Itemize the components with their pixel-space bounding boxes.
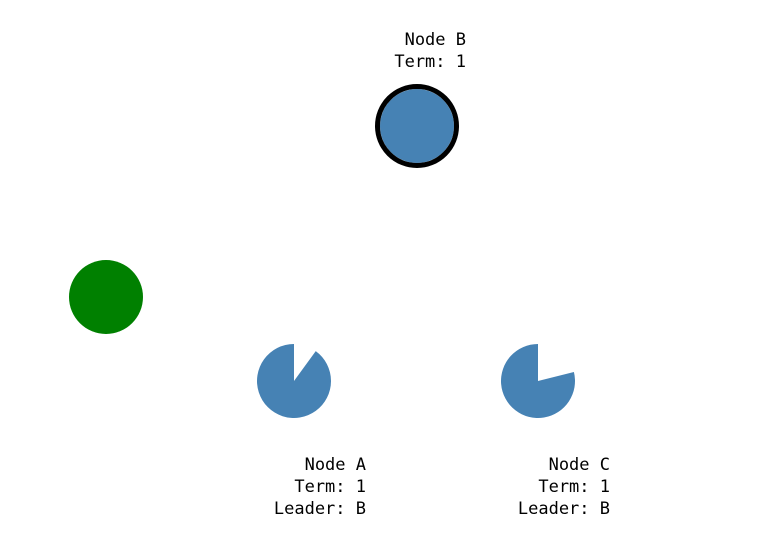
node-name-text: Node B xyxy=(404,30,466,50)
election-timer-wedge xyxy=(501,344,575,418)
leader-highlight-ring xyxy=(375,84,459,168)
node-c[interactable] xyxy=(501,344,575,418)
election-timer-wedge xyxy=(257,344,332,418)
node-term-text: Term: 1 xyxy=(394,52,466,72)
node-body xyxy=(380,89,454,163)
packet-circle-icon xyxy=(69,260,143,334)
node-circle-icon xyxy=(501,344,575,418)
node-term-text: Term: 1 xyxy=(538,477,610,497)
node-leader-text: Leader: B xyxy=(273,499,366,519)
node-circle-icon xyxy=(375,84,459,168)
node-b[interactable] xyxy=(375,84,459,168)
node-term-text: Term: 1 xyxy=(294,477,366,497)
node-name-text: Node A xyxy=(304,455,366,475)
node-a[interactable] xyxy=(257,344,332,418)
node-name-text: Node C xyxy=(548,455,610,475)
node-circle-icon xyxy=(257,344,332,418)
message-packet xyxy=(69,260,143,334)
node-leader-text: Leader: B xyxy=(517,499,610,519)
